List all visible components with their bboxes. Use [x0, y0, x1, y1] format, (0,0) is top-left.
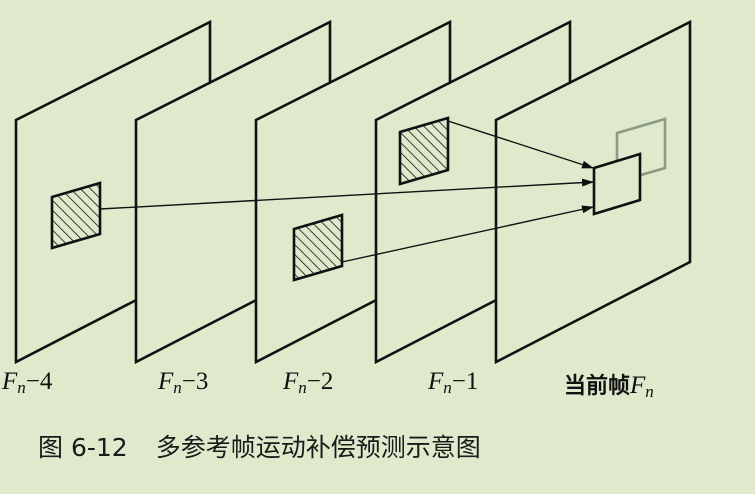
frame-label-current: 当前帧Fn	[564, 368, 654, 402]
frame-label-var: F	[630, 372, 646, 399]
frame-label-sub: n	[645, 382, 654, 401]
frame-label-sub: n	[443, 378, 452, 397]
frame-label-fn-1: Fn−1	[428, 368, 478, 398]
ref-block-fn-4	[50, 181, 102, 250]
frame-label-sub: n	[173, 378, 182, 397]
figure-number: 图 6-12	[38, 433, 128, 462]
frame-label-var: F	[158, 368, 174, 395]
figure-caption: 图 6-12 多参考帧运动补偿预测示意图	[38, 428, 481, 464]
ref-block-fn-1	[398, 116, 450, 186]
frame-label-fn-3: Fn−3	[158, 368, 208, 398]
frame-label-sub: n	[17, 378, 26, 397]
frame-label-suffix: −2	[306, 368, 334, 395]
motion-vector-from-fn-1	[447, 120, 594, 169]
motion-vector-from-fn-4	[99, 178, 594, 210]
frame-label-fn-4: Fn−4	[2, 368, 52, 398]
figure-title: 多参考帧运动补偿预测示意图	[155, 433, 481, 462]
frame-label-var: F	[428, 368, 444, 395]
frame-label-suffix: −3	[181, 368, 209, 395]
frame-label-suffix: −4	[25, 368, 53, 395]
current-block	[592, 152, 642, 216]
motion-vector-from-fn-2	[341, 205, 594, 263]
frame-label-suffix: −1	[451, 368, 479, 395]
frame-label-prefix: 当前帧	[564, 374, 631, 399]
frame-label-sub: n	[298, 378, 307, 397]
frame-label-var: F	[2, 368, 18, 395]
frame-label-var: F	[283, 368, 299, 395]
ref-block-fn-2	[292, 213, 344, 282]
frame-label-fn-2: Fn−2	[283, 368, 333, 398]
